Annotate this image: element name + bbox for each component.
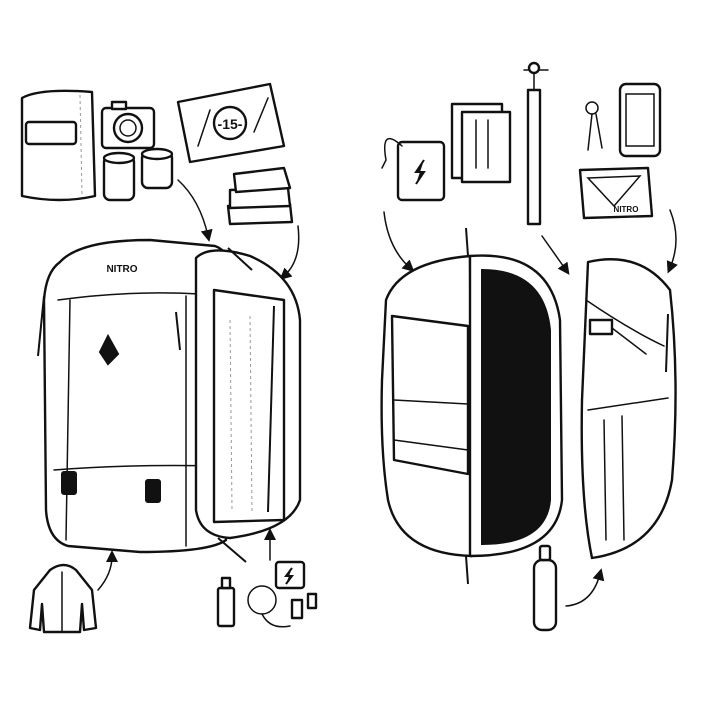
- backpack-brand: NITRO: [106, 264, 137, 275]
- jacket-icon: [28, 563, 98, 634]
- logo-icon: [98, 333, 120, 366]
- backpack-lining-panel: [465, 227, 564, 585]
- arrow-icon: [541, 235, 570, 275]
- arrow-icon: [666, 209, 678, 274]
- camera-icon: [100, 100, 156, 150]
- charger-cable-icon: [247, 560, 318, 628]
- backpack-front-panel: [580, 258, 677, 560]
- smartphone-icon: [618, 82, 662, 158]
- arrow-icon: [97, 550, 118, 591]
- zipper-icon: [267, 305, 275, 513]
- buckle-icon: [588, 318, 614, 336]
- arrow-icon: [383, 211, 415, 273]
- buckle-icon: [61, 471, 77, 495]
- tablet-icon: -15-: [176, 82, 286, 164]
- arrow-icon: [565, 568, 605, 607]
- sleeve-case-icon: [20, 89, 97, 202]
- backpack-back-panel: [380, 254, 474, 558]
- backpack-closed: NITRO: [37, 238, 234, 554]
- wallet-brand: NITRO: [614, 205, 639, 214]
- power-bank-icon: [381, 137, 446, 202]
- keys-icon: [585, 101, 603, 151]
- camera-lens-icon: [102, 147, 174, 202]
- notebook-pens-icon: [450, 102, 512, 184]
- books-icon: [226, 166, 294, 226]
- wallet-icon: NITRO: [578, 166, 654, 220]
- tablet-label: -15-: [218, 116, 243, 132]
- water-bottle-icon: [532, 544, 558, 632]
- usb-stick-icon: [216, 576, 236, 628]
- backpack-open-compartment: [194, 247, 302, 563]
- arrow-icon: [279, 225, 300, 280]
- buckle-icon: [145, 479, 161, 503]
- selfie-stick-icon: [523, 61, 549, 226]
- arrow-icon: [177, 179, 213, 242]
